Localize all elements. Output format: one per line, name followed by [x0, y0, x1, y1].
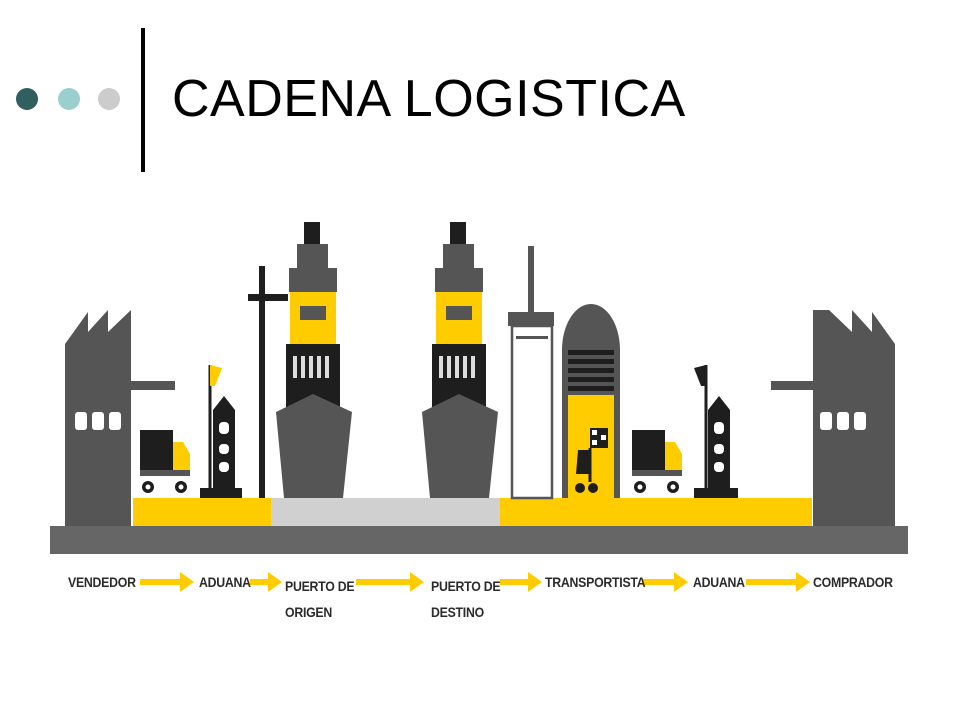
- arrow-right-icon: [500, 572, 542, 592]
- arrow-right-icon: [746, 572, 810, 592]
- stage-label-text: ADUANA: [199, 574, 251, 590]
- bullet-dot-dark: [16, 88, 38, 110]
- stage-label-puerto-destino: PUERTO DE DESTINO: [431, 573, 501, 625]
- stage-label-text: PUERTO DE DESTINO: [431, 578, 501, 620]
- title-divider: [141, 28, 145, 172]
- logistics-chain-diagram: VENDEDOR ADUANA PUERTO DE ORIGEN PUERTO …: [0, 200, 960, 640]
- ground-strip: [50, 526, 908, 554]
- destination-tower-icon: [508, 246, 554, 500]
- arrow-right-icon: [250, 572, 282, 592]
- destination-ship-icon: [422, 222, 498, 498]
- platform-seller: [133, 498, 271, 526]
- stage-label-comprador: COMPRADOR: [813, 573, 893, 591]
- customs-post-icon-left: [200, 365, 242, 498]
- slide-title: CADENA LOGISTICA: [172, 70, 686, 128]
- stage-label-vendedor: VENDEDOR: [68, 573, 136, 591]
- warehouse-icon: [562, 304, 620, 498]
- truck-icon-left: [140, 430, 190, 493]
- stage-label-aduana-destino: ADUANA: [693, 573, 745, 591]
- stage-label-aduana-origen: ADUANA: [199, 573, 251, 591]
- slide-header: CADENA LOGISTICA: [0, 0, 960, 180]
- platform-sea: [271, 498, 500, 526]
- bullet-dot-teal: [58, 88, 80, 110]
- stage-label-text: ADUANA: [693, 574, 745, 590]
- seller-factory-icon: [65, 310, 175, 526]
- arrow-right-icon: [356, 572, 424, 592]
- customs-post-icon-right: [694, 365, 738, 498]
- buyer-factory-icon: [771, 310, 895, 526]
- stage-label-text: TRANSPORTISTA: [545, 574, 646, 590]
- stage-label-text: PUERTO DE ORIGEN: [285, 578, 355, 620]
- origin-ship-icon: [276, 222, 352, 498]
- stage-label-transportista: TRANSPORTISTA: [545, 573, 646, 591]
- stage-label-text: COMPRADOR: [813, 574, 893, 590]
- arrow-right-icon: [140, 572, 194, 592]
- bullet-dot-gray: [98, 88, 120, 110]
- stage-label-text: VENDEDOR: [68, 574, 136, 590]
- arrow-right-icon: [642, 572, 688, 592]
- port-crane-icon: [248, 266, 288, 498]
- truck-icon-right: [632, 430, 682, 493]
- logistics-illustration: [50, 222, 908, 554]
- platform-buyer: [500, 498, 812, 526]
- stage-label-puerto-origen: PUERTO DE ORIGEN: [285, 573, 355, 625]
